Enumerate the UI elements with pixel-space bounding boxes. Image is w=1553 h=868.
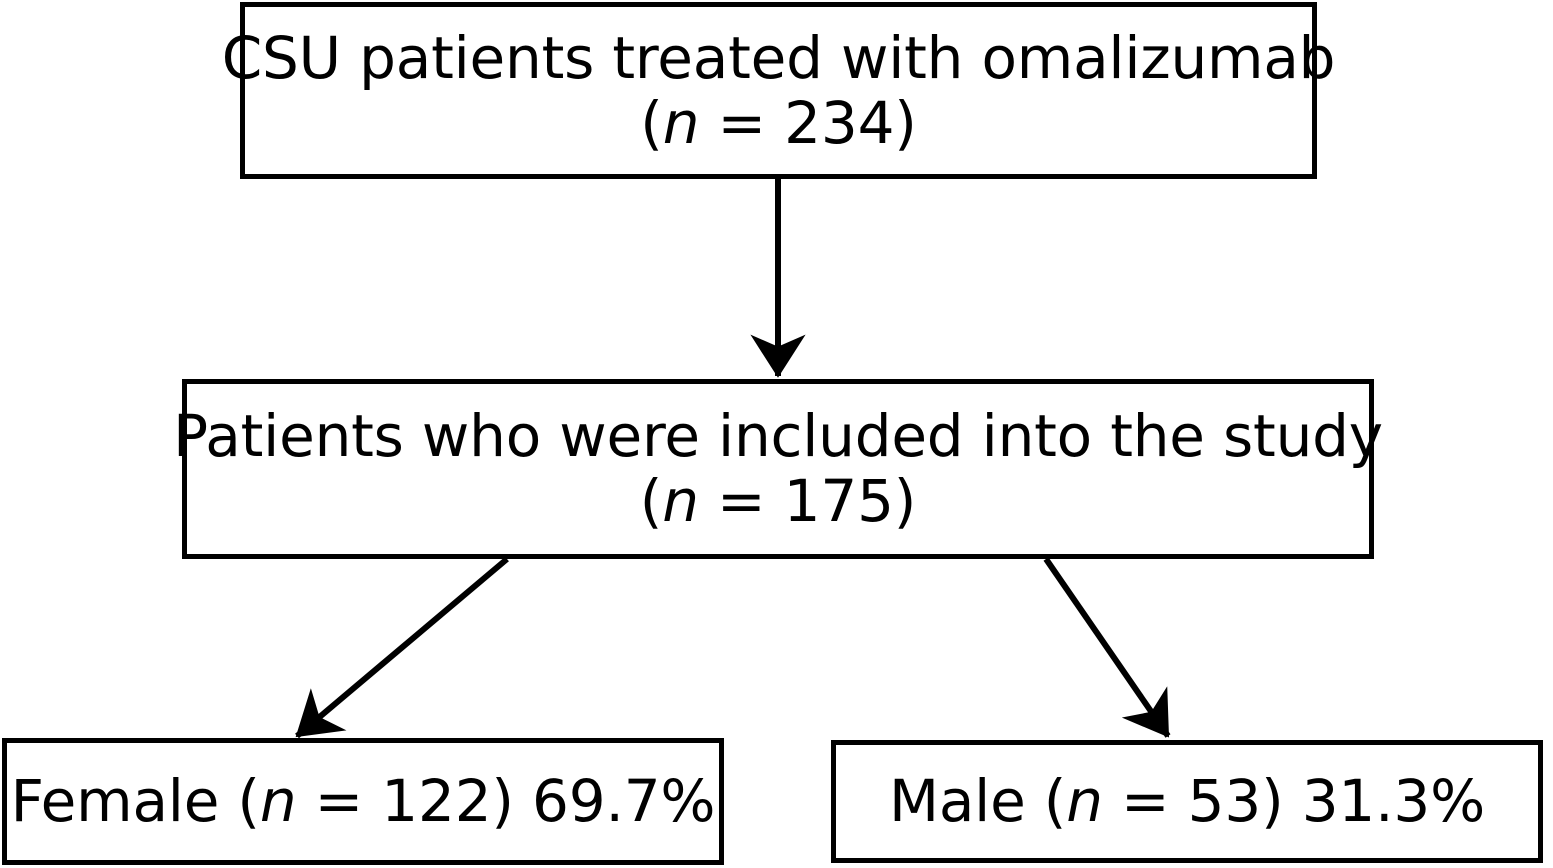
edge-included-to-female — [295, 556, 509, 739]
node-cohort-line2-suffix: = 234) — [699, 88, 917, 157]
node-female-label-prefix: Female ( — [10, 767, 260, 836]
node-included-line2: (n = 175) — [639, 467, 917, 535]
node-female-line1: Female (n = 122) 69.7% — [11, 769, 716, 834]
node-male-line1: Male (n = 53) 31.3% — [889, 769, 1485, 834]
node-male-label-prefix: Male ( — [888, 767, 1067, 836]
node-included-box: Patients who were included into the stud… — [173, 379, 1383, 559]
node-included-line2-suffix: = 175) — [698, 467, 917, 535]
edge-included-to-male — [1043, 557, 1171, 738]
node-female-variable: n — [259, 767, 297, 836]
node-cohort-line2: (n = 234) — [640, 88, 917, 157]
node-female-box: Female (n = 122) 69.7% — [2, 738, 724, 865]
node-cohort-line2-prefix: ( — [640, 88, 663, 157]
node-cohort-line1: CSU patients treated with omalizumab — [221, 23, 1336, 92]
node-male-label-suffix: = 53) 31.3% — [1102, 767, 1485, 836]
node-female-label-suffix: = 122) 69.7% — [296, 767, 716, 836]
node-included-line1: Patients who were included into the stud… — [173, 402, 1383, 471]
node-cohort-box: CSU patients treated with omalizumab (n … — [222, 2, 1335, 179]
node-included-line2-variable: n — [662, 467, 699, 535]
node-cohort-line2-variable: n — [662, 88, 700, 157]
node-male-variable: n — [1066, 767, 1103, 836]
node-male-box: Male (n = 53) 31.3% — [831, 740, 1543, 863]
node-included-line2-prefix: ( — [639, 467, 663, 535]
